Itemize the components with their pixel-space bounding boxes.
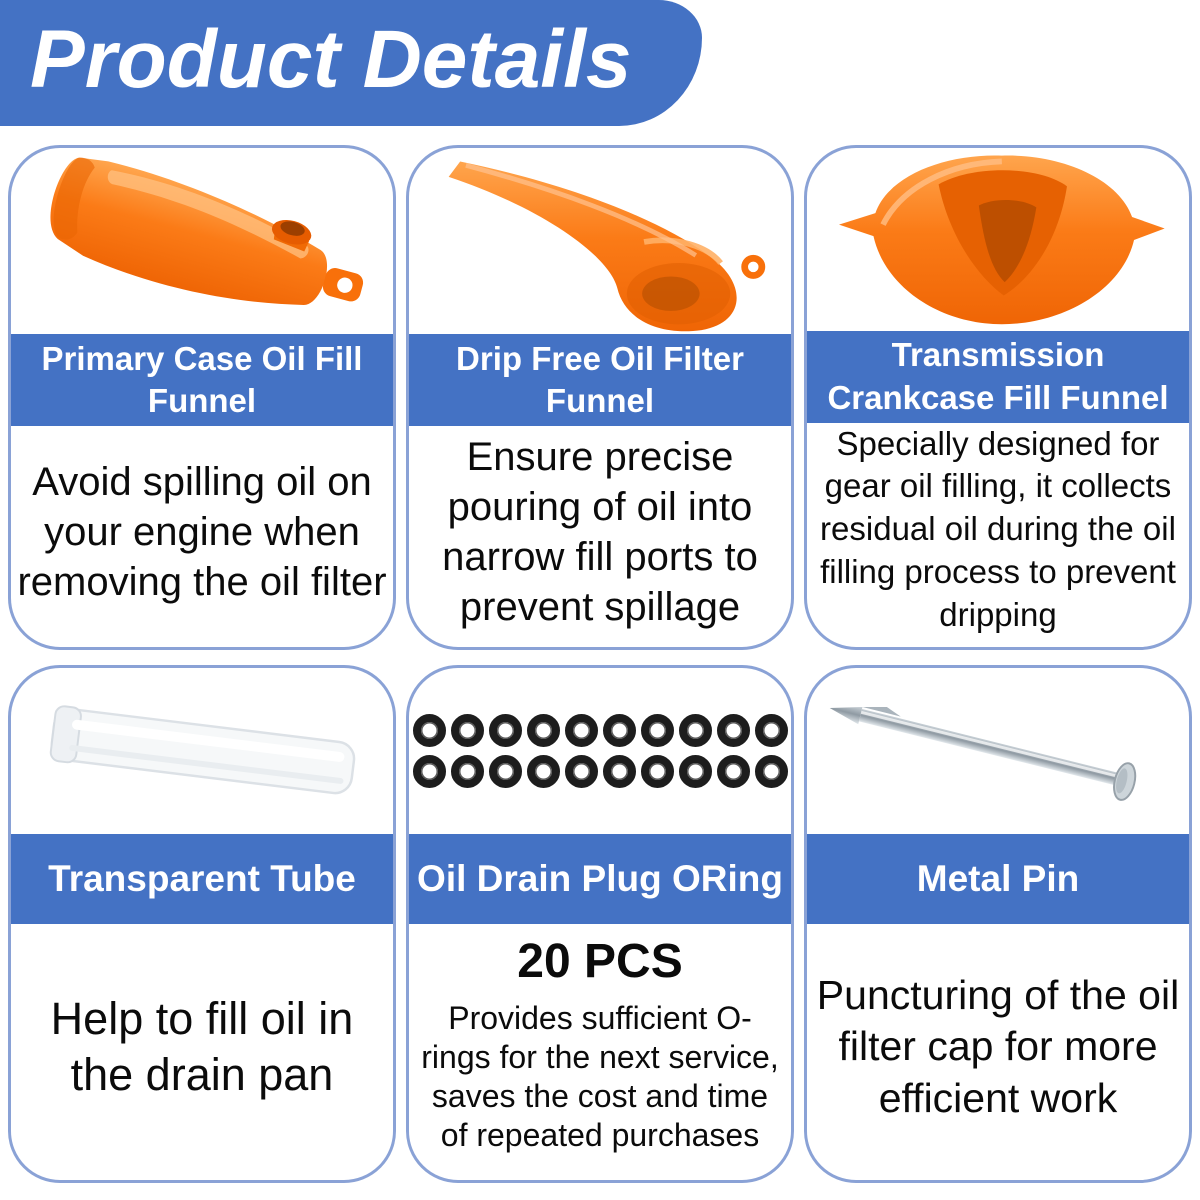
oring	[678, 755, 712, 788]
card-metal-pin: Metal Pin Puncturing of the oil filter c…	[804, 665, 1192, 1183]
card-description-area: Specially designed for gear oil filling,…	[807, 423, 1189, 647]
drip-free-funnel-image	[409, 148, 791, 334]
card-oring-set: Oil Drain Plug ORing 20 PCS Provides suf…	[406, 665, 794, 1183]
card-title-band: Transmission Crankcase Fill Funnel	[807, 330, 1189, 423]
card-drip-free-funnel: Drip Free Oil Filter Funnel Ensure preci…	[406, 145, 794, 650]
page-title: Product Details	[30, 14, 632, 105]
oring	[488, 714, 522, 747]
oring	[716, 755, 750, 788]
primary-case-funnel-image	[11, 148, 393, 334]
oring	[602, 755, 636, 788]
transmission-funnel-image	[807, 148, 1189, 331]
oring-quantity-label: 20 PCS	[517, 935, 683, 988]
card-description: Ensure precise pouring of oil into narro…	[442, 434, 758, 629]
oring	[678, 714, 712, 747]
oring	[412, 755, 446, 788]
oring-set-image	[409, 668, 791, 834]
card-title-band: Oil Drain Plug ORing	[409, 834, 791, 924]
product-card-grid: Primary Case Oil Fill Funnel Avoid spill…	[0, 145, 1200, 1183]
card-transmission-funnel: Transmission Crankcase Fill Funnel Speci…	[804, 145, 1192, 650]
metal-pin-image	[807, 668, 1189, 834]
card-title-band: Drip Free Oil Filter Funnel	[409, 334, 791, 427]
oring	[602, 714, 636, 747]
card-description: Provides sufficient O- rings for the nex…	[421, 1000, 779, 1154]
oring	[412, 714, 446, 747]
oring	[716, 714, 750, 747]
card-transparent-tube: Transparent Tube Help to fill oil in the…	[8, 665, 396, 1183]
card-description: Specially designed for gear oil filling,…	[820, 424, 1176, 634]
card-title-band: Transparent Tube	[11, 834, 393, 924]
oring	[488, 755, 522, 788]
card-primary-case-funnel: Primary Case Oil Fill Funnel Avoid spill…	[8, 145, 396, 650]
oring	[754, 714, 788, 747]
oring-grid	[412, 714, 788, 788]
card-description: Help to fill oil in the drain pan	[50, 992, 354, 1100]
card-title-band: Primary Case Oil Fill Funnel	[11, 334, 393, 427]
oring	[640, 755, 674, 788]
oring	[564, 755, 598, 788]
oring	[564, 714, 598, 747]
card-description: Puncturing of the oil filter cap for mor…	[816, 972, 1180, 1121]
oring	[450, 714, 484, 747]
card-description-area: Ensure precise pouring of oil into narro…	[409, 426, 791, 647]
transparent-tube-image	[11, 668, 393, 834]
card-description: Avoid spilling oil on your engine when r…	[17, 459, 387, 604]
page-header-banner: Product Details	[0, 0, 702, 126]
oring	[526, 714, 560, 747]
oring	[754, 755, 788, 788]
card-description-area: 20 PCS Provides sufficient O- rings for …	[409, 924, 791, 1180]
card-title-band: Metal Pin	[807, 834, 1189, 924]
card-description-area: Avoid spilling oil on your engine when r…	[11, 426, 393, 647]
oring	[526, 755, 560, 788]
oring	[640, 714, 674, 747]
oring	[450, 755, 484, 788]
card-description-area: Puncturing of the oil filter cap for mor…	[807, 924, 1189, 1180]
card-description-area: Help to fill oil in the drain pan	[11, 924, 393, 1180]
